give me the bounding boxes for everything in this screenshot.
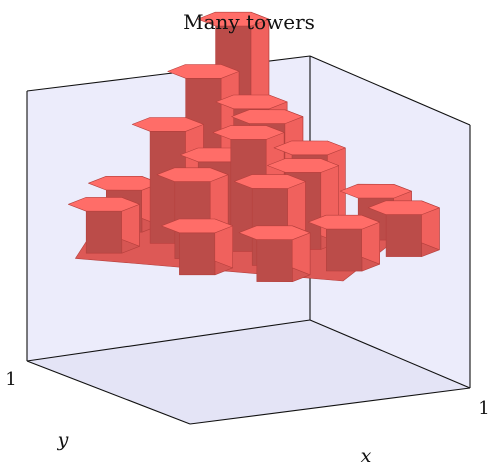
tower-top-face (367, 200, 440, 215)
tower-side-face (179, 232, 216, 276)
tower-top-face (156, 167, 229, 182)
x-axis-line (189, 387, 471, 425)
box-edge-right-top (309, 55, 471, 126)
tower-top-face (234, 174, 306, 189)
tower-top-face (267, 158, 340, 173)
tower-side-face (325, 228, 363, 272)
y-tick-label: 1 (5, 369, 16, 390)
tower-top-face (238, 225, 311, 240)
tower-top-face (131, 117, 204, 132)
tower-top-face (339, 183, 412, 199)
tower-top-face (68, 197, 140, 212)
tower-top-face (273, 140, 346, 156)
x-axis-label: x (361, 445, 372, 467)
tower-side-face (85, 210, 123, 254)
tower-side-face (385, 214, 423, 257)
tower-top-face (231, 109, 304, 124)
tower-top-face (308, 214, 381, 230)
box-edge-floor-left (26, 319, 311, 362)
tower-top-face (167, 64, 240, 79)
box-edge-floor-right (309, 319, 471, 389)
chart-title: Many towers (183, 10, 315, 34)
tower-side-face (256, 239, 293, 283)
y-axis-line (26, 360, 191, 425)
x-tick-label: 1 (478, 398, 489, 419)
tower-top-face (212, 125, 285, 140)
tower-top-face (197, 11, 270, 27)
floor-panel (27, 320, 470, 424)
tower-top-face (215, 94, 288, 110)
surface-layer (68, 11, 440, 283)
y-axis-label: y (57, 429, 69, 451)
tower-top-face (161, 218, 233, 234)
